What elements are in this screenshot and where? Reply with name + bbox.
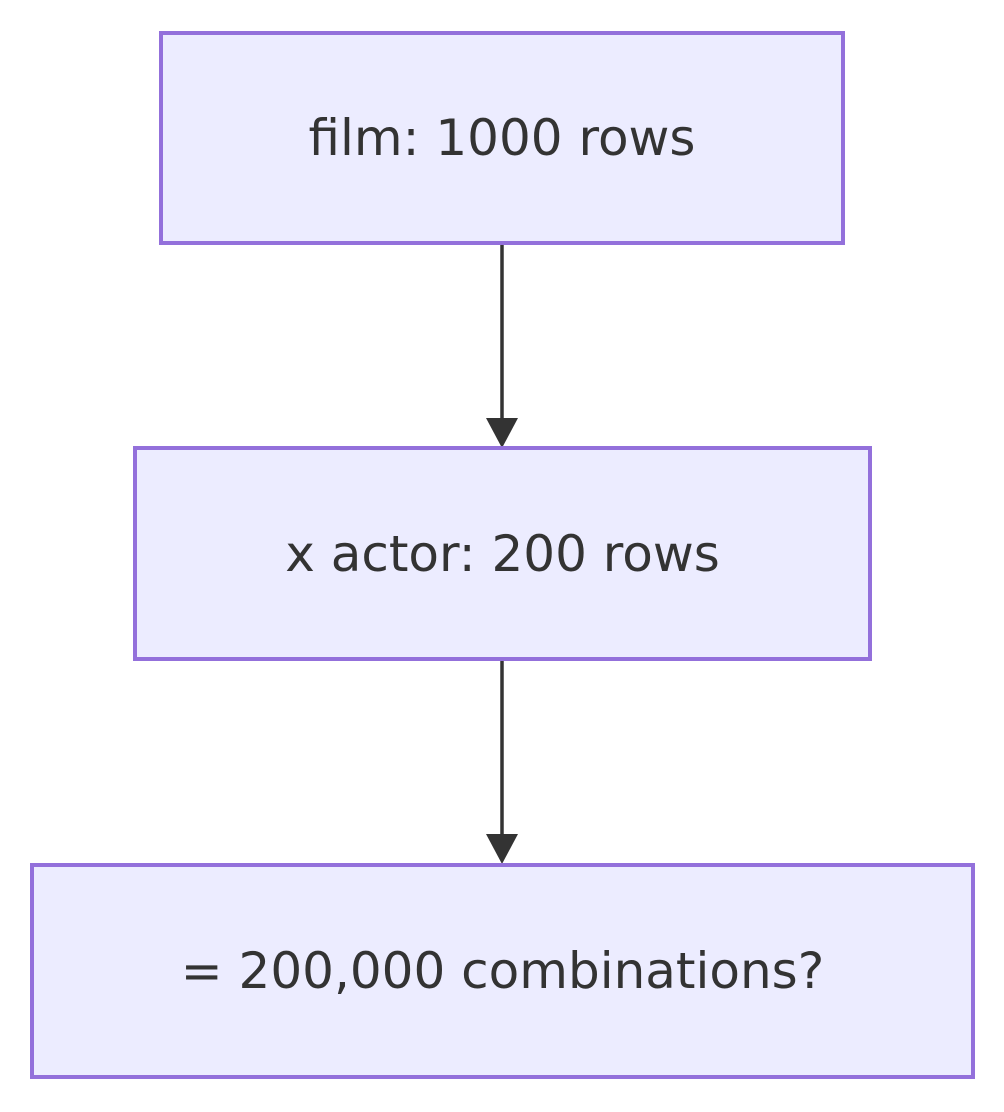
node-result-label: = 200,000 combinations? <box>180 942 825 1000</box>
node-actor: x actor: 200 rows <box>133 446 872 661</box>
node-actor-label: x actor: 200 rows <box>285 524 720 583</box>
node-film-label: film: 1000 rows <box>308 109 696 167</box>
arrow-film-to-actor <box>486 245 518 448</box>
node-film: film: 1000 rows <box>159 31 845 245</box>
node-result: = 200,000 combinations? <box>30 863 975 1079</box>
arrow-actor-to-result <box>486 661 518 864</box>
